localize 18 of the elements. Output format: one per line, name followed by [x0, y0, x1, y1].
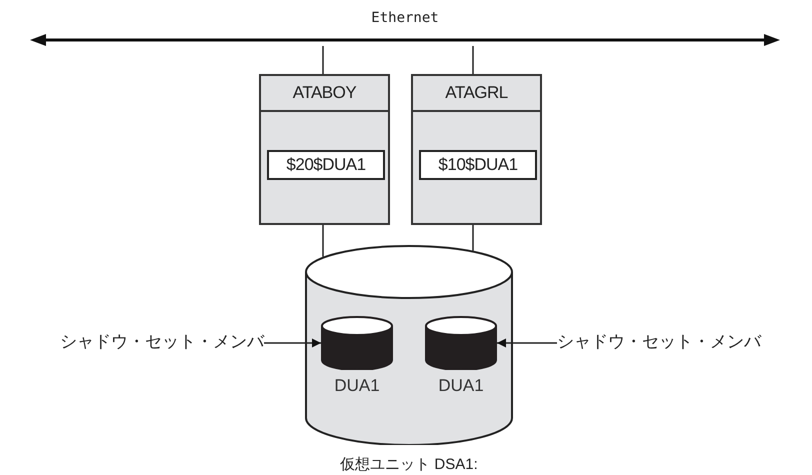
connector-line	[472, 225, 474, 251]
disk-label: DUA1	[437, 376, 485, 396]
device-name-box: $20$DUA1	[267, 150, 385, 180]
member-label: シャドウ・セット・メンバ	[557, 328, 807, 354]
member-label: シャドウ・セット・メンバ	[8, 328, 264, 354]
connector-line	[322, 225, 324, 257]
host-name: ATAGRL	[445, 83, 508, 103]
device-name-box: $10$DUA1	[419, 150, 537, 180]
host-box	[259, 74, 390, 225]
network-label: Ethernet	[370, 10, 440, 26]
connector-line	[322, 46, 324, 74]
arrow	[264, 338, 321, 348]
host-name: ATABOY	[292, 83, 356, 103]
arrow	[497, 338, 557, 348]
disk-label: DUA1	[333, 376, 381, 396]
unit-caption: 仮想ユニット DSA1:	[339, 455, 479, 474]
connector-line	[472, 46, 474, 74]
host-box	[411, 74, 542, 225]
